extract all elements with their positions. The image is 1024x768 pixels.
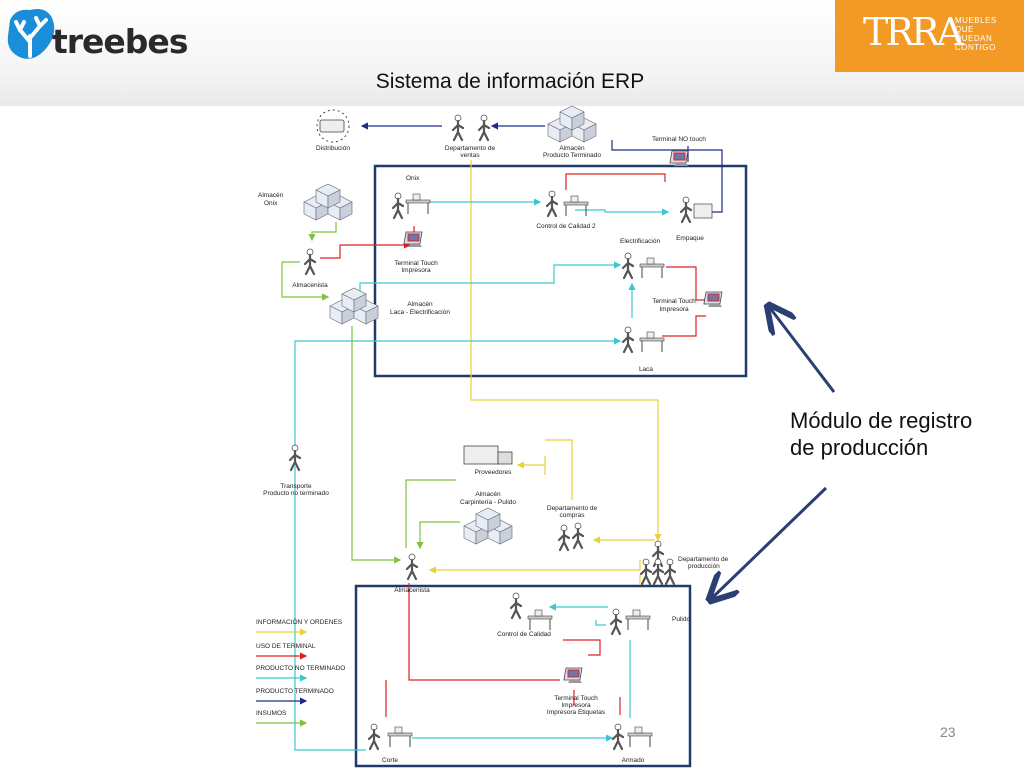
module-box-bottom — [354, 584, 692, 768]
svg-text:Onix: Onix — [406, 175, 420, 182]
svg-text:Terminal Touch: Terminal Touch — [394, 260, 438, 267]
svg-text:PRODUCTO NO TERMINADO: PRODUCTO NO TERMINADO — [256, 665, 345, 672]
legend-item-terminado: PRODUCTO TERMINADO — [256, 688, 334, 705]
page-number: 23 — [940, 724, 956, 740]
onix-node: Onix — [391, 175, 431, 220]
svg-text:Terminal Touch: Terminal Touch — [652, 298, 696, 305]
legend: INFORMACIÓN Y ORDENES USO DE TERMINAL PR… — [256, 617, 345, 727]
svg-text:Electrificación: Electrificación — [620, 238, 660, 245]
corte-node: Corte — [367, 722, 413, 764]
svg-text:Almacén: Almacén — [258, 192, 284, 199]
svg-text:Impresora: Impresora — [401, 267, 431, 274]
trra-logo: TRRA MUEBLES QUE QUEDAN CONTIGO — [835, 0, 1024, 72]
treebes-wordmark: treebes — [52, 22, 188, 61]
svg-text:producción: producción — [688, 563, 720, 570]
legend-item-terminal: USO DE TERMINAL — [256, 643, 316, 660]
nonfinished-flow-lines — [294, 198, 670, 751]
armado-node: Armado — [611, 722, 653, 764]
trra-tagline: MUEBLES QUE QUEDAN CONTIGO — [955, 16, 997, 52]
legend-item-no-terminado: PRODUCTO NO TERMINADO — [256, 665, 345, 682]
svg-text:Almacén: Almacén — [407, 301, 433, 308]
svg-text:Empaque: Empaque — [676, 235, 704, 242]
module-box-top — [373, 164, 748, 378]
svg-text:PRODUCTO TERMINADO: PRODUCTO TERMINADO — [256, 688, 334, 695]
svg-text:Producto Terminado: Producto Terminado — [543, 152, 601, 159]
svg-text:compras: compras — [560, 512, 586, 519]
callout-arrow-top — [770, 308, 836, 393]
svg-text:Departamento de: Departamento de — [445, 145, 496, 152]
svg-text:Producto no terminado: Producto no terminado — [263, 490, 329, 497]
proveedores-node: Proveedores — [463, 445, 513, 476]
distribucion-node: Distribución — [316, 109, 350, 152]
almacen-laca-node: Almacén Laca - Electrificación — [329, 287, 450, 325]
svg-text:Terminal NO touch: Terminal NO touch — [652, 136, 706, 143]
svg-text:Pulido: Pulido — [672, 616, 690, 623]
callout-text: Módulo de registro de producción — [790, 408, 973, 460]
insumos-flow-lines — [281, 222, 460, 564]
terminal-touch-3-node: Terminal Touch Impresora Impresora Etiqu… — [547, 667, 606, 716]
depto-compras-node: Departamento de compras — [547, 505, 598, 552]
svg-text:Laca - Electrificación: Laca - Electrificación — [390, 309, 450, 316]
monitor-icon — [669, 150, 689, 167]
svg-text:USO DE TERMINAL: USO DE TERMINAL — [256, 643, 316, 650]
electrificacion-node: Electrificación — [620, 238, 665, 280]
almacenista-bottom-node: Almacenista — [394, 552, 430, 594]
svg-text:Almacén: Almacén — [475, 491, 501, 498]
terminal-touch-2-node: Terminal Touch Impresora — [652, 291, 723, 313]
svg-text:Terminal Touch: Terminal Touch — [554, 695, 598, 702]
svg-text:INFORMACIÓN Y ORDENES: INFORMACIÓN Y ORDENES — [256, 617, 343, 626]
svg-text:Onix: Onix — [264, 200, 278, 207]
laca-node: Laca — [621, 325, 665, 373]
monitor-icon — [703, 291, 723, 308]
svg-text:Control de Calidad: Control de Calidad — [497, 631, 551, 638]
transporte-node: Transporte Producto no terminado — [263, 443, 329, 497]
treebes-logo: treebes — [2, 2, 192, 70]
svg-text:Distribución: Distribución — [316, 145, 350, 152]
legend-item-informacion: INFORMACIÓN Y ORDENES — [256, 617, 343, 636]
legend-item-insumos: INSUMOS — [256, 710, 308, 727]
svg-text:Corte: Corte — [382, 757, 398, 764]
control-calidad-2-node: Control de Calidad 2 — [536, 189, 596, 230]
svg-text:Proveedores: Proveedores — [475, 469, 513, 476]
svg-text:Carpintería - Pulido: Carpintería - Pulido — [460, 499, 516, 506]
almacenista-top-node: Almacenista — [292, 247, 328, 289]
empaque-node: Empaque — [676, 195, 713, 242]
terminal-touch-1-node: Terminal Touch Impresora — [394, 231, 438, 274]
svg-text:Almacén: Almacén — [559, 145, 585, 152]
svg-text:Impresora Etiquetas: Impresora Etiquetas — [547, 709, 606, 716]
almacen-onix-node: Almacén Onix — [258, 183, 353, 221]
slide-title: Sistema de información ERP — [375, 70, 645, 93]
svg-text:Almacenista: Almacenista — [292, 282, 328, 289]
truck-icon — [463, 445, 499, 465]
almacen-pt-node: Almacén Producto Terminado — [543, 105, 601, 159]
info-flow-lines — [428, 160, 662, 585]
callout-arrow-bottom — [712, 486, 828, 598]
almacen-carpinteria-node: Almacén Carpintería - Pulido — [460, 491, 516, 545]
svg-text:Departamento de: Departamento de — [678, 556, 729, 563]
truck-icon — [319, 119, 345, 133]
svg-text:INSUMOS: INSUMOS — [256, 710, 287, 717]
finished-flow-lines — [360, 122, 723, 213]
svg-text:Transporte: Transporte — [280, 483, 312, 490]
tree-logo-icon — [7, 9, 55, 59]
svg-text:Impresora: Impresora — [659, 306, 689, 313]
depto-ventas-node: Departamento de ventas — [445, 113, 496, 159]
trra-wordmark: TRRA — [863, 10, 964, 54]
svg-text:ventas: ventas — [460, 152, 480, 159]
svg-text:Armado: Armado — [622, 757, 645, 764]
svg-text:Impresora: Impresora — [561, 702, 591, 709]
svg-text:Departamento de: Departamento de — [547, 505, 598, 512]
terminal-no-touch-node: Terminal NO touch — [652, 136, 706, 167]
depto-produccion-node: Departamento de producción — [639, 539, 729, 586]
pulido-node: Pulido — [609, 607, 690, 636]
svg-text:Control de Calidad 2: Control de Calidad 2 — [536, 223, 596, 230]
svg-text:Almacenista: Almacenista — [394, 587, 430, 594]
svg-text:Laca: Laca — [639, 366, 653, 373]
monitor-icon — [563, 667, 583, 684]
control-calidad-node: Control de Calidad — [497, 591, 553, 638]
